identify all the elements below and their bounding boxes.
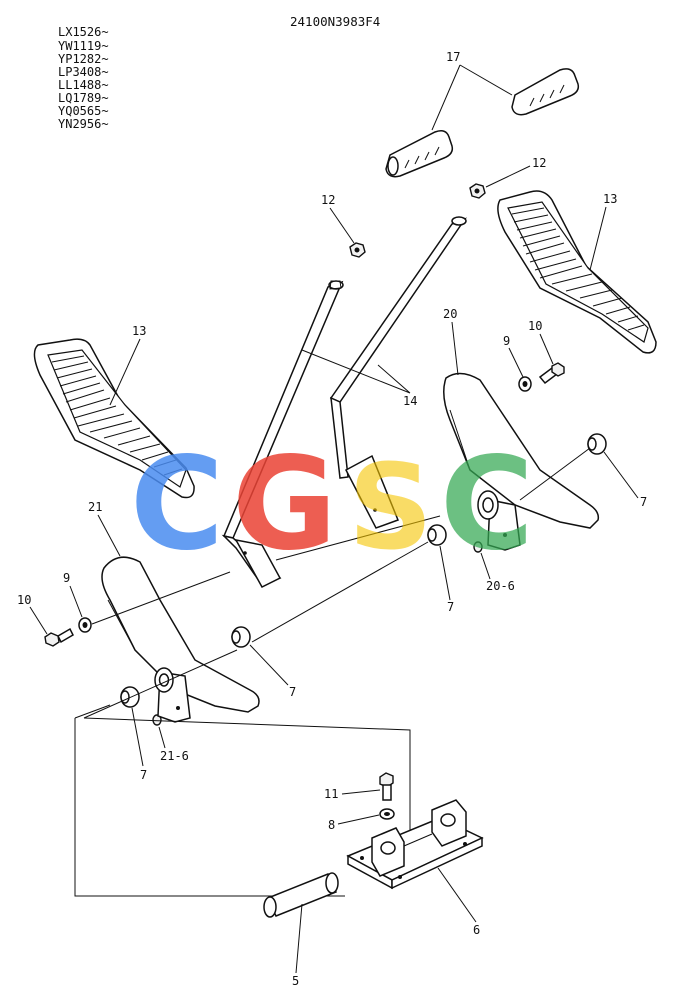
callout-21: 21	[88, 500, 121, 557]
assembly-axis-lines	[74, 447, 591, 897]
part-7-bushing-d	[120, 686, 140, 708]
serial-range-3: YP1282~	[58, 52, 109, 66]
svg-text:13: 13	[603, 192, 617, 206]
callout-20: 20	[443, 307, 459, 376]
callout-7-a: 7	[603, 451, 647, 509]
watermark-letter-c1: C	[130, 430, 224, 579]
svg-text:10: 10	[17, 593, 31, 607]
svg-text:5: 5	[292, 974, 299, 988]
svg-text:6: 6	[473, 923, 480, 937]
part-9-washer-left	[78, 617, 92, 633]
part-7-bushing-a	[587, 433, 607, 455]
part-17-rubber-caps	[385, 68, 580, 178]
serial-range-4: LP3408~	[58, 65, 109, 79]
svg-text:9: 9	[63, 571, 70, 585]
callout-6: 6	[437, 867, 480, 937]
callout-20-6: 20-6	[480, 552, 515, 593]
callout-21-6: 21-6	[158, 726, 189, 763]
callout-10-right: 10	[528, 319, 554, 365]
callout-7-b: 7	[439, 545, 454, 614]
part-20-6-pin	[473, 541, 483, 553]
callout-10-left: 10	[17, 593, 48, 635]
part-7-bushing-b	[427, 524, 447, 546]
part-9-washer-right	[518, 376, 532, 392]
callout-13-left: 13	[109, 324, 146, 406]
svg-text:13: 13	[132, 324, 146, 338]
svg-text:10: 10	[528, 319, 542, 333]
callout-7-d: 7	[131, 707, 147, 782]
callout-14: 14	[301, 349, 417, 408]
svg-text:21-6: 21-6	[160, 749, 189, 763]
svg-text:7: 7	[140, 768, 147, 782]
serial-range-1: LX1526~	[58, 25, 109, 39]
part-20-pedal-arm-right	[443, 372, 600, 551]
pedal-pad-left-ribs	[51, 355, 183, 476]
part-8-washer	[379, 808, 395, 820]
serial-range-2: YW1119~	[58, 39, 109, 53]
part-14-rod-right	[329, 216, 467, 529]
watermark-letter-c2: C	[440, 430, 534, 579]
callout-7-c: 7	[249, 644, 296, 699]
serial-range-list: LX1526~ YW1119~ YP1282~ LP3408~ LL1488~ …	[58, 25, 109, 131]
watermark-letter-g: G	[232, 430, 337, 579]
callout-12-b: 12	[485, 156, 546, 188]
serial-range-6: LQ1789~	[58, 91, 109, 105]
part-11-bolt	[379, 772, 394, 801]
serial-range-8: YN2956~	[58, 117, 109, 131]
callout-17: 17	[431, 50, 513, 131]
svg-text:11: 11	[324, 787, 338, 801]
svg-text:9: 9	[503, 334, 510, 348]
part-12-nut-a	[349, 242, 366, 258]
part-13-pedal-pad-right	[497, 190, 657, 354]
cgsc-watermark: C G S C	[130, 430, 534, 579]
svg-text:20-6: 20-6	[486, 579, 515, 593]
part-7-bushing-c	[231, 626, 251, 648]
svg-text:7: 7	[289, 685, 296, 699]
svg-text:20: 20	[443, 307, 457, 321]
callout-11: 11	[324, 787, 381, 801]
part-10-bolt-right	[538, 362, 565, 385]
part-12-nut-b	[469, 183, 486, 199]
part-21-6-pin	[152, 714, 162, 726]
svg-text:8: 8	[328, 818, 335, 832]
svg-text:14: 14	[403, 394, 417, 408]
pedal-pad-right-ribs	[511, 207, 645, 331]
svg-text:21: 21	[88, 500, 102, 514]
callout-13-right: 13	[589, 192, 617, 271]
drawing-number: 24100N3983F4	[290, 14, 380, 29]
svg-text:12: 12	[532, 156, 546, 170]
callout-5: 5	[292, 903, 303, 988]
watermark-letter-s: S	[348, 438, 433, 576]
svg-text:17: 17	[446, 50, 460, 64]
callout-9-left: 9	[63, 571, 83, 618]
part-6-bracket	[346, 799, 484, 890]
callout-9-right: 9	[503, 334, 524, 378]
serial-range-7: YQ0565~	[58, 104, 109, 118]
svg-text:7: 7	[640, 495, 647, 509]
callout-8: 8	[328, 814, 380, 832]
svg-text:7: 7	[447, 600, 454, 614]
callout-12-a: 12	[321, 193, 355, 244]
part-5-pivot-shaft	[263, 872, 339, 918]
serial-range-5: LL1488~	[58, 78, 109, 92]
part-13-pedal-pad-left	[33, 338, 195, 499]
svg-text:12: 12	[321, 193, 335, 207]
part-14-rod-left	[221, 280, 344, 588]
part-10-bolt-left	[44, 627, 74, 647]
